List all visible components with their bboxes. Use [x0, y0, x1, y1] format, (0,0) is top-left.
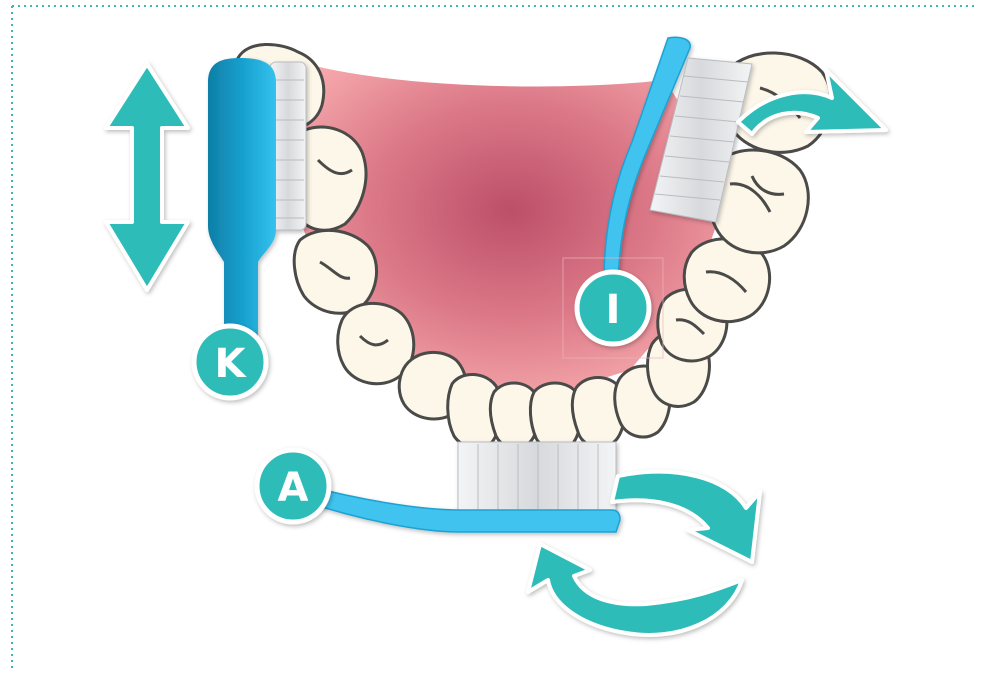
badge-a: A: [257, 450, 329, 522]
badge-i-label: I: [606, 287, 621, 333]
badge-k-label: K: [215, 341, 248, 387]
bristles-a: [458, 442, 616, 512]
double-arrow-up-down-icon: [106, 64, 188, 290]
toothbrush-k: [208, 58, 306, 350]
badge-a-label: A: [278, 465, 309, 511]
badge-k: K: [194, 326, 266, 398]
badge-i: I: [577, 272, 649, 344]
toothbrush-a: [300, 442, 620, 532]
